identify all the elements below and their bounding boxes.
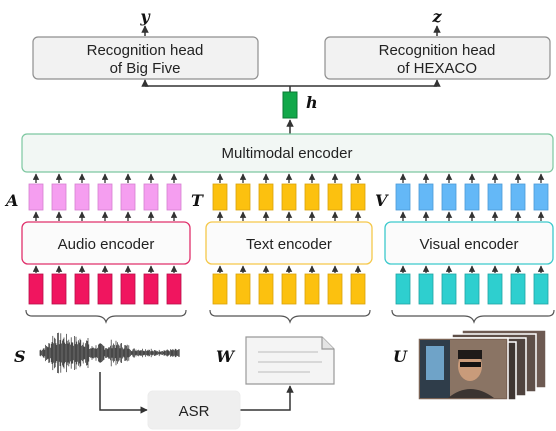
audio-feature-block-2 — [51, 183, 67, 211]
h-vector — [282, 91, 298, 119]
video-frames-stack — [417, 329, 547, 401]
text-input-block-2 — [235, 273, 251, 305]
asr-box: ASR — [147, 390, 241, 430]
audio-input-block-6 — [143, 273, 159, 305]
visual-input-block-2 — [418, 273, 434, 305]
input-U-label: U — [393, 347, 408, 366]
braces — [25, 309, 555, 324]
audio-feature-block-3 — [74, 183, 90, 211]
asr-label: ASR — [179, 403, 210, 420]
audio-encoder-box: Audio encoder — [21, 221, 191, 265]
text-encoder-label: Text encoder — [246, 236, 332, 253]
multimodal-encoder-label: Multimodal encoder — [222, 145, 353, 162]
visual-input-block-6 — [510, 273, 526, 305]
feature-T-label: T — [191, 191, 204, 210]
hexaco-head-line2: of HEXACO — [397, 60, 477, 77]
text-feature-vectors — [212, 173, 366, 221]
visual-input-block-7 — [533, 273, 549, 305]
visual-feature-block-4 — [464, 183, 480, 211]
text-brace — [209, 309, 371, 324]
text-input-block-5 — [304, 273, 320, 305]
text-feature-block-6 — [327, 183, 343, 211]
audio-input-block-4 — [97, 273, 113, 305]
hexaco-head-box: Recognition head of HEXACO — [324, 36, 551, 80]
text-feature-block-4 — [281, 183, 297, 211]
visual-input-block-4 — [464, 273, 480, 305]
visual-input-block-3 — [441, 273, 457, 305]
audio-input-vectors — [28, 265, 182, 305]
text-feature-block-1 — [212, 183, 228, 211]
feature-A-label: A — [4, 191, 18, 210]
text-feature-block-2 — [235, 183, 251, 211]
audio-feature-block-7 — [166, 183, 182, 211]
visual-brace — [391, 309, 555, 324]
waveform-to-asr-arrow — [99, 372, 148, 414]
visual-encoder-box: Visual encoder — [384, 221, 554, 265]
feature-V-label: V — [375, 191, 389, 210]
audio-feature-block-4 — [97, 183, 113, 211]
audio-input-block-7 — [166, 273, 182, 305]
speech-waveform — [39, 332, 180, 374]
video-frame-front — [417, 337, 509, 401]
visual-feature-block-3 — [441, 183, 457, 211]
text-feature-block-5 — [304, 183, 320, 211]
audio-feature-vectors — [28, 173, 182, 221]
text-input-block-1 — [212, 273, 228, 305]
audio-input-block-1 — [28, 273, 44, 305]
h-branch-connector — [141, 79, 441, 92]
text-encoder-box: Text encoder — [205, 221, 373, 265]
visual-input-vectors — [395, 265, 549, 305]
output-z-label: z — [431, 7, 442, 26]
visual-input-block-5 — [487, 273, 503, 305]
audio-brace — [25, 309, 187, 324]
text-input-vectors — [212, 265, 366, 305]
audio-input-block-5 — [120, 273, 136, 305]
output-y-label: y — [139, 7, 151, 26]
transcript-document-icon — [245, 336, 335, 385]
audio-input-block-2 — [51, 273, 67, 305]
visual-feature-block-5 — [487, 183, 503, 211]
text-input-block-7 — [350, 273, 366, 305]
asr-to-document-arrow — [240, 385, 294, 411]
multimodal-encoder-box: Multimodal encoder — [21, 133, 554, 173]
text-input-block-6 — [327, 273, 343, 305]
visual-input-block-1 — [395, 273, 411, 305]
visual-feature-block-2 — [418, 183, 434, 211]
audio-feature-block-1 — [28, 183, 44, 211]
big-five-head-line1: Recognition head — [87, 42, 204, 59]
input-W-label: W — [216, 347, 236, 366]
visual-feature-block-1 — [395, 183, 411, 211]
text-input-block-4 — [281, 273, 297, 305]
text-input-block-3 — [258, 273, 274, 305]
audio-feature-block-6 — [143, 183, 159, 211]
text-feature-block-7 — [350, 183, 366, 211]
asr-flow-arrows — [99, 372, 294, 414]
visual-feature-vectors — [395, 173, 549, 221]
visual-encoder-label: Visual encoder — [420, 236, 519, 253]
text-feature-block-3 — [258, 183, 274, 211]
hexaco-head-line1: Recognition head — [379, 42, 496, 59]
input-S-label: S — [14, 347, 26, 366]
big-five-head-line2: of Big Five — [110, 60, 181, 77]
h-label: h — [306, 93, 318, 112]
big-five-head-box: Recognition head of Big Five — [32, 36, 259, 80]
visual-feature-block-7 — [533, 183, 549, 211]
audio-input-block-3 — [74, 273, 90, 305]
audio-encoder-label: Audio encoder — [58, 236, 155, 253]
audio-feature-block-5 — [120, 183, 136, 211]
visual-feature-block-6 — [510, 183, 526, 211]
